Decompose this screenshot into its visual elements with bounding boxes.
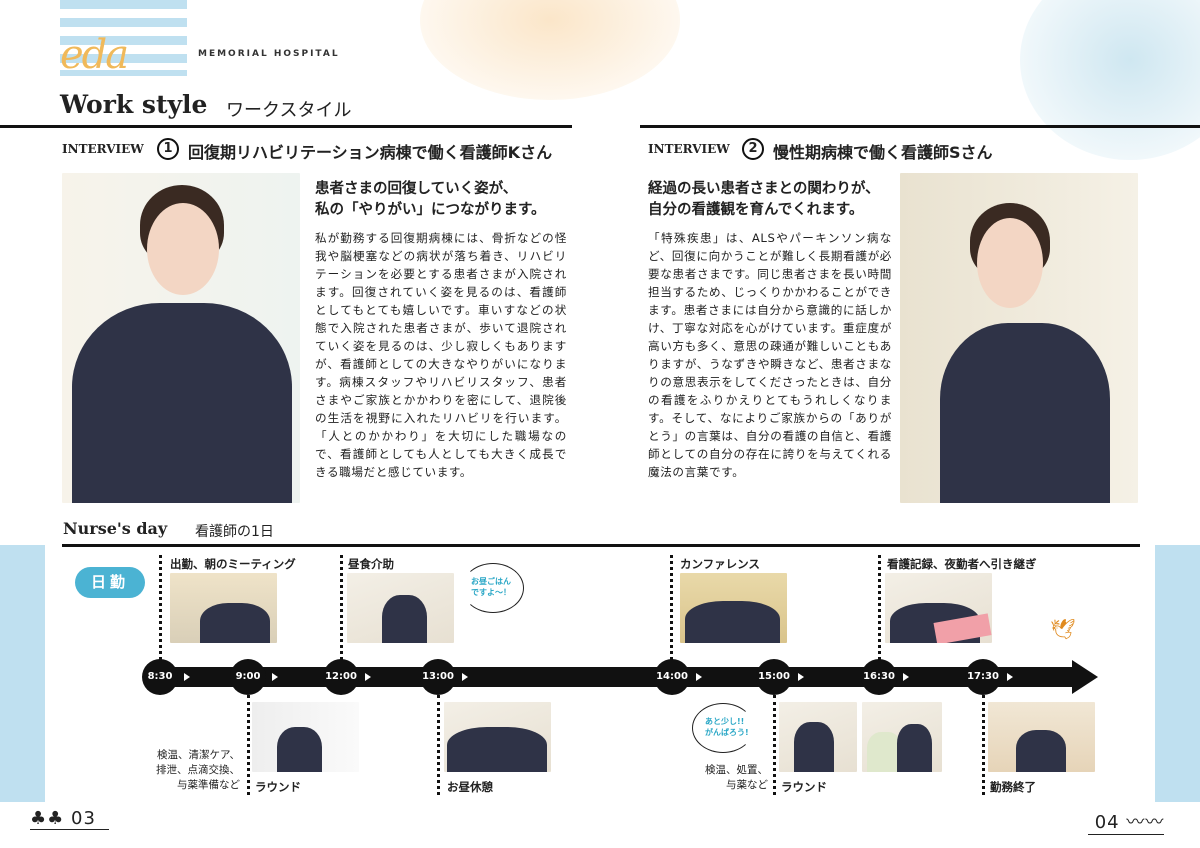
- divider: [640, 125, 1200, 128]
- time-marker: 9:00: [230, 659, 266, 695]
- event-label: 勤務終了: [990, 780, 1036, 794]
- page-title-jp: ワークスタイル: [226, 100, 352, 121]
- side-band: [0, 545, 45, 802]
- birds-icon: 🕊: [1050, 617, 1076, 641]
- connector: [773, 695, 776, 795]
- speech-bubble: あと少し!!がんばろう!: [692, 703, 754, 753]
- round-photo: [252, 702, 359, 772]
- event-label: ラウンド: [255, 780, 301, 794]
- play-arrow-icon: [272, 673, 278, 681]
- meeting-photo: [170, 573, 277, 643]
- event-label: お昼休憩: [447, 780, 493, 794]
- logo-subtitle: MEMORIAL HOSPITAL: [198, 49, 340, 59]
- interview-number: 2: [742, 138, 764, 160]
- time-marker: 17:30: [965, 659, 1001, 695]
- play-arrow-icon: [365, 673, 371, 681]
- nurse-k-photo: [62, 173, 300, 503]
- event-label: 昼食介助: [348, 557, 394, 571]
- conference-photo: [680, 573, 787, 643]
- time-marker: 14:00: [654, 659, 690, 695]
- shift-badge: 日勤: [75, 567, 145, 598]
- connector: [247, 695, 250, 795]
- round-photo: [862, 702, 942, 772]
- end-of-shift-photo: [988, 702, 1095, 772]
- page-number-left: ♣♣ 03: [30, 808, 110, 830]
- meal-assist-photo: [347, 573, 454, 643]
- time-marker: 13:00: [420, 659, 456, 695]
- play-arrow-icon: [696, 673, 702, 681]
- wave-icon: 〰〰: [1126, 812, 1165, 833]
- connector: [982, 695, 985, 795]
- page-title: Work style: [60, 90, 208, 119]
- interview-label: INTERVIEW: [62, 142, 144, 156]
- play-arrow-icon: [184, 673, 190, 681]
- interview-label: INTERVIEW: [648, 142, 730, 156]
- event-label: 出勤、朝のミーティング: [170, 557, 296, 571]
- connector: [159, 555, 162, 660]
- interview-lead: 患者さまの回復していく姿が、私の「やりがい」につながります。: [315, 181, 546, 218]
- event-label: カンファレンス: [680, 557, 760, 571]
- side-band: [1155, 545, 1200, 802]
- event-label: ラウンド: [781, 780, 827, 794]
- nurses-day-title: Nurse's day: [63, 519, 168, 538]
- interview-body: 私が勤務する回復期病棟には、骨折などの怪我や脳梗塞などの病状が落ち着き、リハビリ…: [315, 231, 567, 479]
- connector: [670, 555, 673, 660]
- lunch-break-photo: [444, 702, 551, 772]
- nurse-s-photo: [900, 173, 1138, 503]
- play-arrow-icon: [1007, 673, 1013, 681]
- interview-lead: 経過の長い患者さまとの関わりが、自分の看護観を育んでくれます。: [648, 181, 880, 218]
- time-marker: 16:30: [861, 659, 897, 695]
- trees-icon: ♣♣: [30, 808, 65, 829]
- round-photo: [779, 702, 857, 772]
- event-note: 検温、清潔ケア、排泄、点滴交換、与薬準備など: [156, 749, 240, 791]
- interview-number: 1: [157, 138, 179, 160]
- speech-bubble: お昼ごはんですよ〜！: [462, 563, 524, 613]
- play-arrow-icon: [903, 673, 909, 681]
- interview-body: 「特殊疾患」は、ALSやパーキンソン病など、回復に向かうことが難しく長期看護が必…: [648, 231, 892, 479]
- event-note: 検温、処置、与薬など: [705, 764, 768, 791]
- time-marker: 12:00: [323, 659, 359, 695]
- connector: [878, 555, 881, 660]
- time-marker: 8:30: [142, 659, 178, 695]
- timeline-arrow-icon: [1072, 660, 1098, 694]
- timeline-bar: [145, 667, 1075, 687]
- play-arrow-icon: [798, 673, 804, 681]
- handover-photo: [885, 573, 992, 643]
- watercolor-decoration: [1020, 0, 1200, 160]
- logo-script: eda: [60, 32, 129, 78]
- interview-title: 慢性期病棟で働く看護師Sさん: [773, 143, 993, 162]
- divider: [62, 544, 1140, 547]
- event-label: 看護記録、夜勤者へ引き継ぎ: [887, 557, 1037, 571]
- connector: [437, 695, 440, 795]
- nurses-day-title-jp: 看護師の1日: [195, 524, 274, 540]
- divider: [0, 125, 572, 128]
- interview-title: 回復期リハビリテーション病棟で働く看護師Kさん: [188, 143, 553, 162]
- connector: [340, 555, 343, 660]
- play-arrow-icon: [462, 673, 468, 681]
- page-number-right: 04 〰〰: [1088, 808, 1165, 835]
- watercolor-decoration: [420, 0, 680, 100]
- time-marker: 15:00: [756, 659, 792, 695]
